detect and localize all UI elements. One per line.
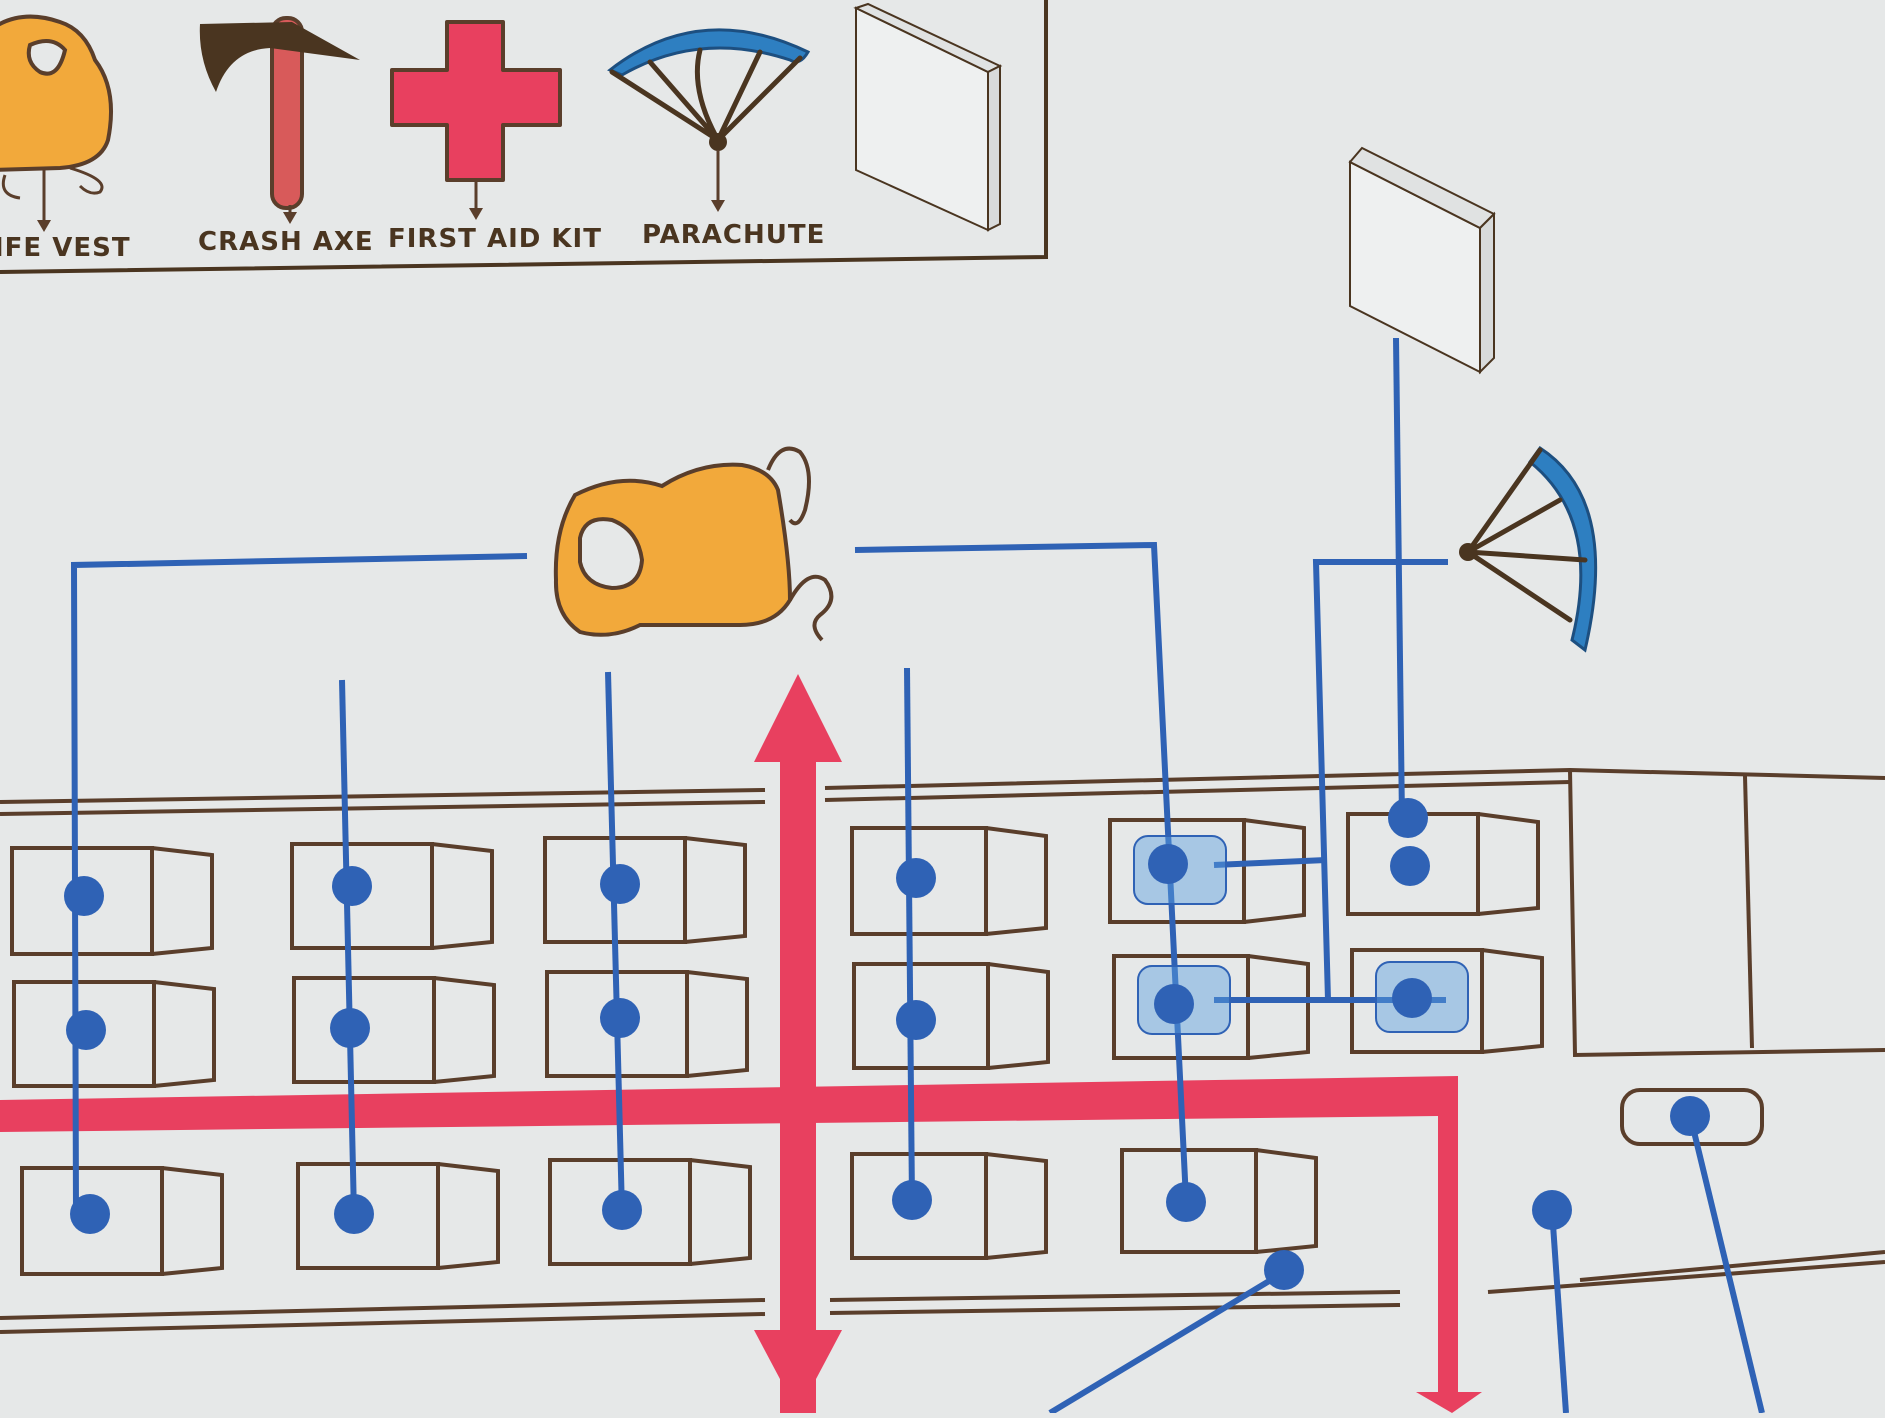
seat [296, 1162, 500, 1270]
parachute-icon-cockpit [1459, 445, 1598, 653]
legend-label-crash-axe: CRASH AXE [198, 227, 374, 257]
seat [852, 962, 1050, 1070]
life-vest-icon-cabin [553, 446, 834, 642]
seat [1346, 812, 1540, 916]
seat [12, 980, 216, 1088]
seat [545, 970, 749, 1078]
fuselage-outline [0, 767, 1885, 1334]
seat-group [10, 812, 1764, 1276]
equipment-dots [64, 798, 1710, 1290]
seat [20, 1166, 224, 1276]
seat [548, 1158, 752, 1266]
panel-icon [853, 2, 1003, 232]
first-aid-kit-icon [390, 20, 562, 220]
exit-route [0, 674, 1482, 1413]
seat [290, 842, 494, 950]
seat [1120, 1148, 1318, 1254]
panel-icon-cockpit [1348, 146, 1496, 375]
seat [543, 836, 747, 944]
legend-box [0, 0, 1048, 274]
seat [850, 826, 1048, 936]
legend-label-life-vest: IFE VEST [0, 233, 131, 263]
seat [10, 846, 214, 956]
life-vest-icon [0, 14, 114, 232]
crash-axe-icon [199, 16, 360, 224]
legend-label-first-aid-kit: FIRST AID KIT [388, 224, 602, 254]
legend-label-parachute: PARACHUTE [642, 220, 826, 250]
equipment-lines [70, 337, 1765, 1416]
seat [1108, 818, 1306, 924]
seat [850, 1152, 1048, 1260]
seat [292, 976, 496, 1084]
parachute-icon [607, 28, 811, 212]
